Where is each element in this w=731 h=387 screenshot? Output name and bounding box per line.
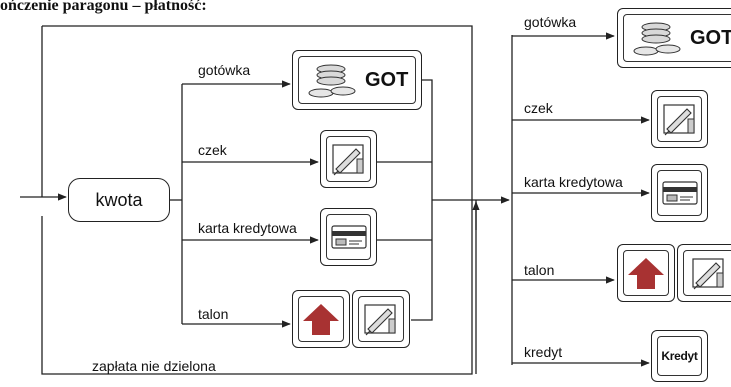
credit-card-icon xyxy=(661,181,698,205)
right-label-kredyt: kredyt xyxy=(524,344,563,360)
cheque-pen-icon xyxy=(364,304,396,336)
czek-key-inner xyxy=(326,136,371,182)
right-label-talon: talon xyxy=(524,262,555,278)
cheque-pen-icon xyxy=(331,144,364,176)
talon-arrow-key-right[interactable] xyxy=(617,244,675,302)
right-label-czek: czek xyxy=(524,100,553,116)
up-arrow-icon xyxy=(628,258,664,289)
got-key-right[interactable]: GOT xyxy=(617,8,731,68)
karta-key-inner xyxy=(326,214,371,260)
kredyt-key-right[interactable]: Kredyt xyxy=(651,330,708,382)
talon-czek-key-right[interactable] xyxy=(677,244,731,302)
talon-czek-key-right-inner xyxy=(683,250,731,296)
credit-card-icon xyxy=(330,225,367,249)
coins-icon xyxy=(308,64,356,98)
got-key-right-label: GOT xyxy=(690,26,731,49)
left-label-karta: karta kredytowa xyxy=(198,220,297,236)
right-label-karta: karta kredytowa xyxy=(524,174,623,190)
left-label-talon: talon xyxy=(198,306,229,322)
left-panel-frame xyxy=(41,25,473,375)
karta-key-right[interactable] xyxy=(651,164,708,222)
talon-czek-key-inner xyxy=(358,296,404,342)
czek-key-left[interactable] xyxy=(320,130,377,188)
kwota-label: kwota xyxy=(95,189,143,210)
talon-arrow-key-right-inner xyxy=(623,250,669,296)
footer-label: zapłata nie dzielona xyxy=(92,358,216,374)
kredyt-key-inner: Kredyt xyxy=(657,336,702,376)
talon-arrow-key-left[interactable] xyxy=(292,290,350,348)
right-label-gotowka: gotówka xyxy=(524,14,577,30)
left-label-gotowka: gotówka xyxy=(198,62,251,78)
kwota-node: kwota xyxy=(68,178,170,222)
karta-key-left[interactable] xyxy=(320,208,377,266)
up-arrow-icon xyxy=(303,304,339,335)
czek-key-right[interactable] xyxy=(651,90,708,148)
page-title: ończenie paragonu – płatność: xyxy=(0,0,207,14)
cheque-pen-icon xyxy=(662,104,695,136)
got-key-label: GOT xyxy=(365,68,409,91)
coins-icon xyxy=(633,22,681,56)
got-key-right-inner: GOT xyxy=(623,14,731,62)
kredyt-key-label: Kredyt xyxy=(661,349,698,363)
got-key-left[interactable]: GOT xyxy=(292,50,422,110)
karta-key-right-inner xyxy=(657,170,702,216)
left-label-czek: czek xyxy=(198,142,227,158)
left-collector-line xyxy=(411,79,433,321)
cheque-pen-icon xyxy=(692,258,724,290)
talon-arrow-key-inner xyxy=(298,296,344,342)
got-key-inner: GOT xyxy=(298,56,416,104)
talon-czek-key-left[interactable] xyxy=(352,290,410,348)
czek-key-right-inner xyxy=(657,96,702,142)
